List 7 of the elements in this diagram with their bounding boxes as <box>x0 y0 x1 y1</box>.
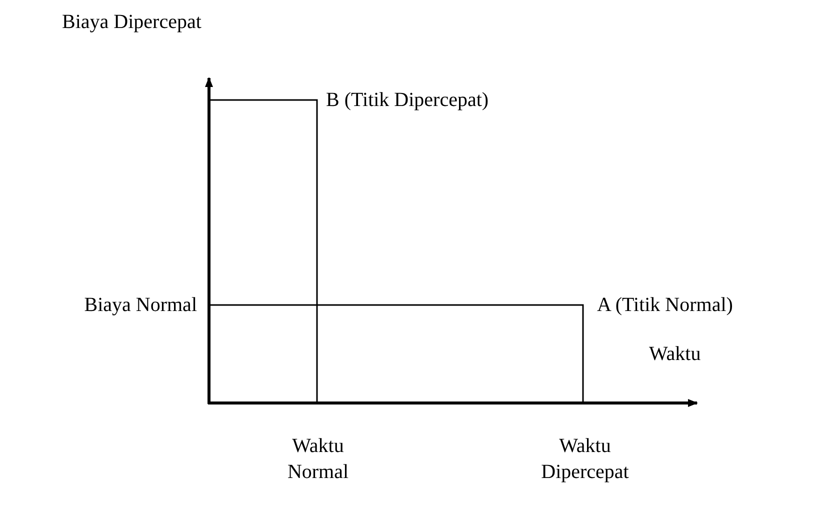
axis-value-label: Biaya Normal <box>84 293 197 318</box>
axis-title: Biaya Dipercepat <box>62 10 202 35</box>
point-label: B (Titik Dipercepat) <box>326 88 489 113</box>
axis-value-label: Waktu Dipercepat <box>540 434 630 485</box>
point-label: A (Titik Normal) <box>597 293 733 318</box>
axis-value-label: Waktu Normal <box>286 434 350 485</box>
axis-title: Waktu <box>649 342 701 367</box>
